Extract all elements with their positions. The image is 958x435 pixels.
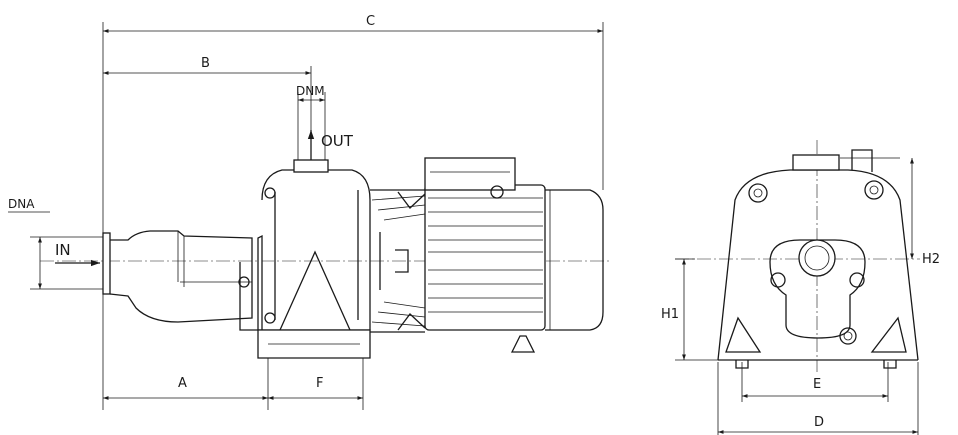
inlet-label: IN [55, 241, 71, 259]
pump-body-rib [279, 250, 351, 331]
body-boss [239, 262, 258, 331]
dimension-f-label: F [316, 376, 323, 391]
dimension-dnm-label: DNM [296, 84, 325, 98]
front-foot-left [725, 316, 762, 353]
front-foot-pads [735, 360, 897, 369]
bracket-notches [397, 191, 426, 331]
front-drain-plug [839, 327, 857, 345]
bracket-fins-bottom [371, 301, 426, 327]
front-outlet-flange [792, 154, 840, 171]
dimension-b-label: B [201, 56, 210, 71]
motor-body [424, 184, 546, 331]
dimension-h2-label: H2 [922, 252, 940, 267]
dimension-e-label: E [813, 377, 821, 392]
dimension-a-label: A [178, 376, 187, 391]
motor-fins [428, 197, 543, 313]
front-flange-bolt-left [770, 272, 786, 288]
pump-body-flange [257, 234, 263, 331]
dimension-h1-label: H1 [661, 307, 679, 322]
inlet-pipe [109, 230, 253, 323]
outlet-label: OUT [321, 132, 354, 150]
cable-gland-icon [490, 185, 504, 199]
bracket-fins-top [371, 195, 426, 221]
front-priming-plug [851, 149, 873, 172]
pump-body [261, 169, 371, 331]
bracket-outline [370, 189, 425, 333]
front-view: H1 H2 E D [661, 140, 940, 435]
outlet-flange [293, 159, 329, 173]
front-inlet-port [798, 239, 836, 277]
dimension-c-label: C [366, 14, 375, 29]
body-bolt-foot [264, 312, 276, 324]
pump-body-inner [274, 190, 359, 320]
front-foot-right [870, 316, 907, 353]
front-bolt-top-left [748, 183, 768, 203]
fan-cover [545, 189, 604, 331]
terminal-box [424, 157, 516, 191]
body-bolt-top [264, 187, 276, 199]
side-view: C B DNM OUT DNA IN [8, 14, 612, 410]
dimension-dna-label: DNA [8, 197, 35, 211]
body-bolt-bottom [238, 276, 250, 288]
inlet-flange [102, 232, 111, 295]
motor-support-foot [510, 335, 536, 353]
front-flange-bolt-right [849, 272, 865, 288]
dimension-d-label: D [814, 415, 824, 430]
coupling [379, 232, 409, 290]
front-bolt-top-right [864, 180, 884, 200]
